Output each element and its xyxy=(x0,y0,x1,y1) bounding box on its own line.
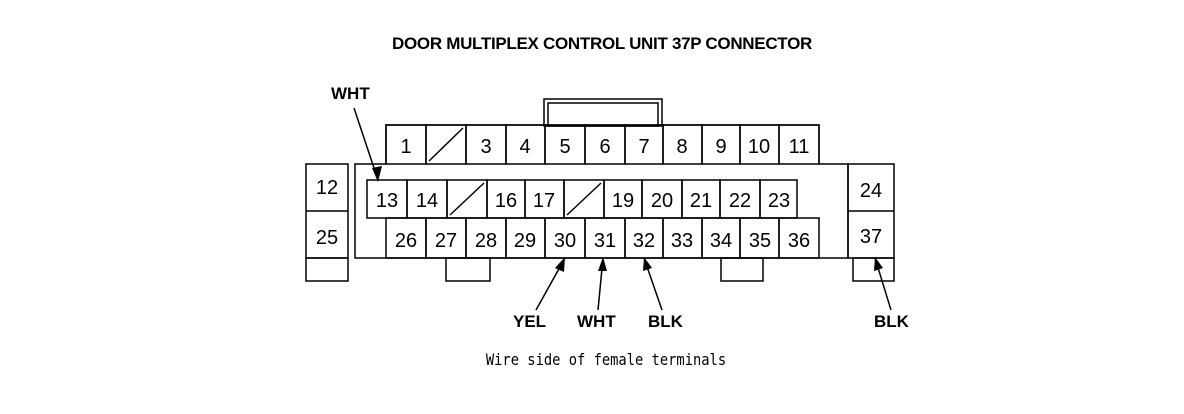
pin-16: 16 xyxy=(495,190,517,212)
pin-17: 17 xyxy=(533,190,555,212)
diagram-caption: Wire side of female terminals xyxy=(485,350,727,369)
latch-tab-inner xyxy=(547,102,659,127)
empty-cavity-15 xyxy=(449,182,485,216)
pin-1: 1 xyxy=(400,136,411,158)
pin-5: 5 xyxy=(559,136,570,158)
pin-10: 10 xyxy=(748,136,770,158)
pin-24: 24 xyxy=(860,180,882,202)
pin-3: 3 xyxy=(480,136,491,158)
pin-21: 21 xyxy=(690,190,712,212)
pin-30: 30 xyxy=(554,230,576,252)
pin-20: 20 xyxy=(651,190,673,212)
pin-6: 6 xyxy=(599,136,610,158)
pin-23: 23 xyxy=(768,190,790,212)
pin-13: 13 xyxy=(376,190,398,212)
foot-right xyxy=(720,257,764,282)
arrow-pin32 xyxy=(643,257,652,271)
pin-27: 27 xyxy=(435,230,457,252)
pin-31: 31 xyxy=(594,230,616,252)
row-3-cells xyxy=(385,217,820,259)
pin-9: 9 xyxy=(715,136,726,158)
pin-37: 37 xyxy=(860,226,882,248)
pin-12: 12 xyxy=(316,177,338,199)
arrow-pin31 xyxy=(598,257,607,271)
wire-label-pin30: YEL xyxy=(513,312,547,331)
arrow-pin37 xyxy=(874,257,883,271)
pin-11: 11 xyxy=(789,136,810,158)
empty-cavity-2 xyxy=(428,127,464,162)
row-1-cells xyxy=(385,124,820,165)
pin-19: 19 xyxy=(612,190,634,212)
pin-28: 28 xyxy=(475,230,497,252)
right-foot xyxy=(852,257,895,282)
pin-4: 4 xyxy=(519,136,530,158)
foot-left xyxy=(445,257,491,282)
wire-label-pin37: BLK xyxy=(874,312,909,331)
pin-33: 33 xyxy=(671,230,693,252)
pin-25: 25 xyxy=(316,227,338,249)
pin-14: 14 xyxy=(416,190,438,212)
arrow-pin30 xyxy=(555,257,565,272)
wire-label-pin32: BLK xyxy=(648,312,683,331)
pin-32: 32 xyxy=(633,230,655,252)
empty-cavity-18 xyxy=(566,182,602,216)
left-foot xyxy=(305,257,349,282)
pin-22: 22 xyxy=(729,190,751,212)
pin-29: 29 xyxy=(514,230,536,252)
wire-label-pin13: WHT xyxy=(331,84,370,103)
pin-7: 7 xyxy=(638,136,649,158)
pin-26: 26 xyxy=(395,230,417,252)
pin-36: 36 xyxy=(788,230,810,252)
arrow-pin13 xyxy=(372,166,382,182)
pin-34: 34 xyxy=(710,230,732,252)
diagram-title: DOOR MULTIPLEX CONTROL UNIT 37P CONNECTO… xyxy=(392,34,812,53)
wire-label-pin31: WHT xyxy=(577,312,616,331)
pin-8: 8 xyxy=(676,136,687,158)
pin-35: 35 xyxy=(749,230,771,252)
